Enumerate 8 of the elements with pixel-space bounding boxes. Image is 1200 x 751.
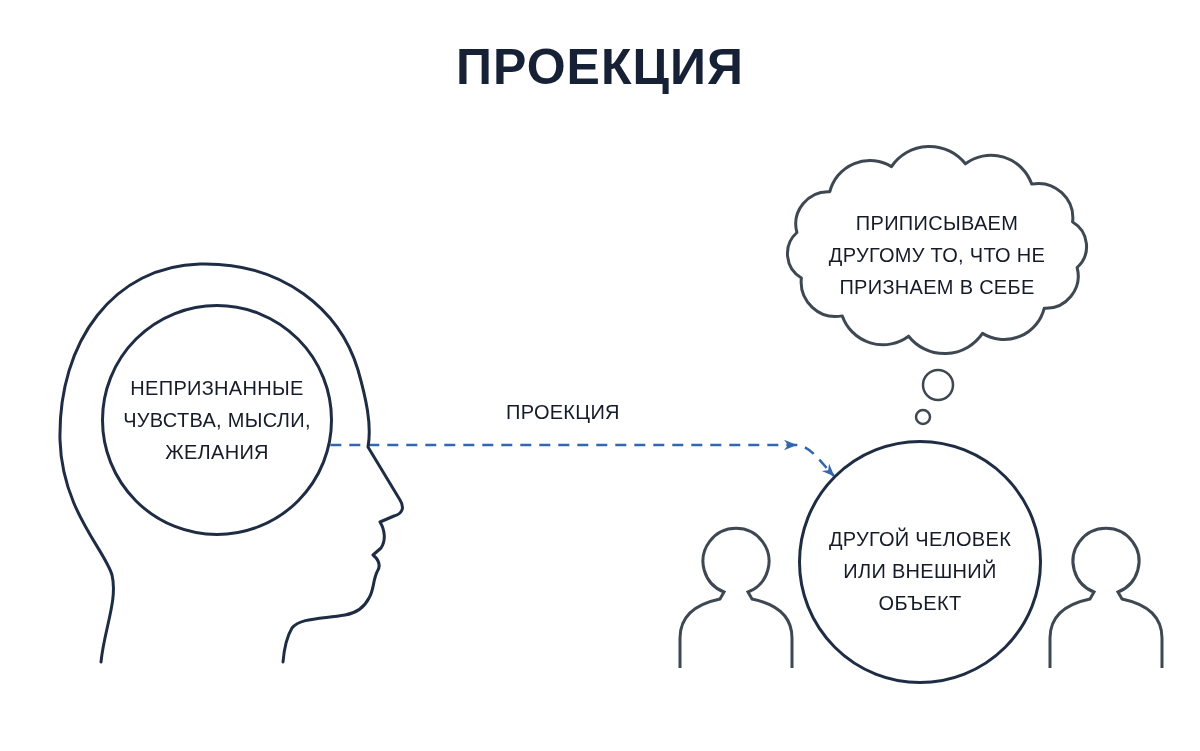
circle bbox=[101, 304, 333, 536]
circle-text: ДРУГОЙ ЧЕЛОВЕК ИЛИ ВНЕШНИЙ ОБЪЕКТ bbox=[827, 526, 1013, 616]
title: ПРОЕКЦИЯ bbox=[455, 38, 745, 97]
circle bbox=[798, 440, 1042, 684]
cloud-text: ПРИПИСЫВАЕМ ДРУГОМУ ТО, ЧТО НЕ ПРИЗНАЕМ В СЕБЕ bbox=[827, 211, 1047, 300]
dashed-arrow bbox=[330, 439, 835, 477]
circle-text: НЕПРИЗНАННЫЕ ЧУВСТВА, МЫСЛИ, ЖЕЛАНИЯ bbox=[122, 376, 312, 465]
head-outline bbox=[57, 261, 407, 664]
